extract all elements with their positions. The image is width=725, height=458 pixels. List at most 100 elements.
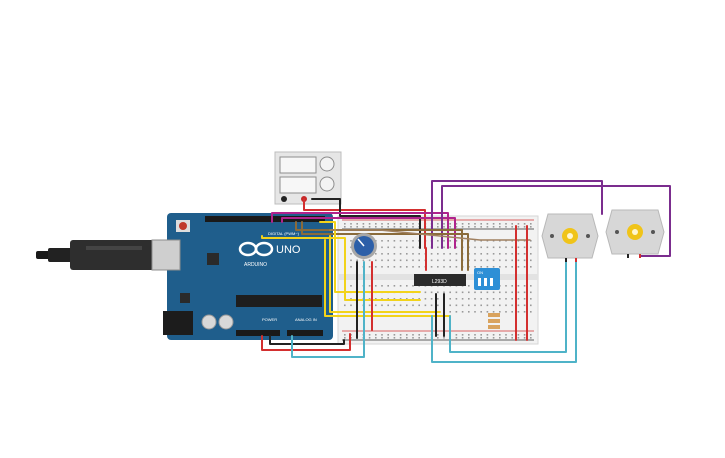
breadboard-hole	[499, 304, 501, 307]
terminal-negative	[281, 196, 287, 202]
power-label: POWER	[262, 317, 277, 322]
breadboard-hole	[350, 298, 352, 300]
arduino-infinity-logo-icon	[238, 241, 274, 257]
breadboard-hole	[368, 337, 371, 339]
breadboard-hole	[449, 246, 451, 249]
breadboard-hole	[517, 266, 520, 268]
breadboard-hole	[530, 337, 532, 339]
power-jack	[163, 311, 193, 335]
breadboard-hole	[461, 337, 464, 339]
breadboard-hole	[368, 223, 371, 225]
breadboard-hole	[530, 334, 532, 336]
breadboard-hole	[511, 246, 513, 249]
dip-toggle-1[interactable]	[478, 278, 481, 286]
breadboard-hole	[399, 285, 402, 287]
breadboard-hole	[393, 298, 396, 300]
breadboard-hole	[350, 253, 352, 255]
breadboard-hole	[511, 253, 513, 255]
wire-yellow-1	[261, 235, 421, 301]
breadboard-hole	[474, 259, 476, 262]
breadboard-hole	[499, 266, 501, 268]
dip-toggle-3[interactable]	[490, 278, 493, 286]
breadboard-hole	[511, 226, 513, 228]
breadboard-hole	[505, 246, 507, 249]
breadboard-hole	[505, 298, 507, 300]
breadboard-hole	[492, 226, 495, 228]
arduino-uno-board[interactable]: UNO ARDUINO DIGITAL (PWM~) POWER ANALOG …	[151, 213, 333, 340]
breadboard-hole	[499, 298, 501, 300]
breadboard-hole	[393, 253, 396, 255]
breadboard-hole	[418, 259, 420, 262]
breadboard-hole	[492, 266, 495, 268]
breadboard-hole	[530, 240, 532, 242]
voltage-knob[interactable]	[319, 156, 335, 172]
capacitor-2	[218, 314, 234, 330]
breadboard-hole	[437, 291, 439, 294]
breadboard-hole	[406, 298, 408, 300]
breadboard-hole	[449, 266, 451, 268]
breadboard-hole	[381, 337, 383, 339]
dc-motor-1[interactable]	[541, 213, 599, 262]
wire-brown-2	[301, 221, 469, 271]
breadboard-hole	[406, 285, 408, 287]
breadboard-hole	[430, 298, 433, 300]
breadboard-hole	[480, 334, 482, 336]
breadboard-hole	[399, 240, 402, 242]
wire-arduino-gnd	[269, 335, 345, 345]
breadboard-hole	[443, 226, 445, 228]
breadboard-hole	[480, 226, 482, 228]
breadboard-hole	[412, 285, 414, 287]
breadboard-hole	[530, 298, 532, 300]
breadboard-hole	[362, 259, 365, 262]
breadboard-hole	[530, 304, 532, 307]
breadboard-hole	[474, 311, 476, 313]
l293d-chip[interactable]: L293D	[414, 274, 466, 286]
breadboard-hole	[474, 304, 476, 307]
breadboard-hole	[511, 311, 513, 313]
wires	[261, 180, 671, 363]
usb-chip	[207, 253, 219, 265]
breadboard-hole	[511, 298, 513, 300]
breadboard-hole	[474, 266, 476, 268]
breadboard-hole	[368, 304, 371, 307]
breadboard-hole	[499, 311, 501, 313]
breadboard-hole	[480, 223, 482, 225]
breadboard-hole	[381, 223, 383, 225]
breadboard-hole	[430, 259, 433, 262]
potentiometer[interactable]	[351, 233, 377, 259]
breadboard-hole	[486, 298, 489, 300]
board-model: UNO	[276, 244, 301, 256]
breadboard-hole	[511, 285, 513, 287]
breadboard-hole	[486, 246, 489, 249]
breadboard-hole	[455, 337, 458, 339]
breadboard-hole	[350, 223, 352, 225]
breadboard-hole	[511, 304, 513, 307]
usb-cable-icon	[36, 239, 169, 271]
dip-toggle-2[interactable]	[484, 278, 487, 286]
breadboard-hole	[511, 334, 513, 336]
breadboard-hole	[362, 226, 365, 228]
breadboard-hole	[499, 259, 501, 262]
breadboard-hole	[375, 334, 377, 336]
breadboard-hole	[381, 334, 383, 336]
dip-switch[interactable]: ON	[474, 268, 500, 290]
breadboard-hole	[468, 226, 470, 228]
capacitor-1	[201, 314, 217, 330]
resistors	[488, 313, 500, 329]
analog-header	[287, 330, 323, 336]
breadboard-hole	[418, 334, 420, 336]
dc-motor-2[interactable]	[605, 209, 665, 258]
wire-tan	[329, 229, 531, 241]
breadboard-hole	[455, 291, 458, 294]
current-knob[interactable]	[319, 176, 335, 192]
resistor-3	[488, 325, 500, 329]
breadboard-hole	[344, 304, 346, 307]
breadboard-hole	[375, 223, 377, 225]
breadboard-hole	[468, 337, 470, 339]
power-supply-module[interactable]	[274, 151, 342, 205]
breadboard-hole	[356, 259, 358, 262]
breadboard-hole	[399, 304, 402, 307]
breadboard-hole	[474, 298, 476, 300]
breadboard-hole	[517, 291, 520, 294]
